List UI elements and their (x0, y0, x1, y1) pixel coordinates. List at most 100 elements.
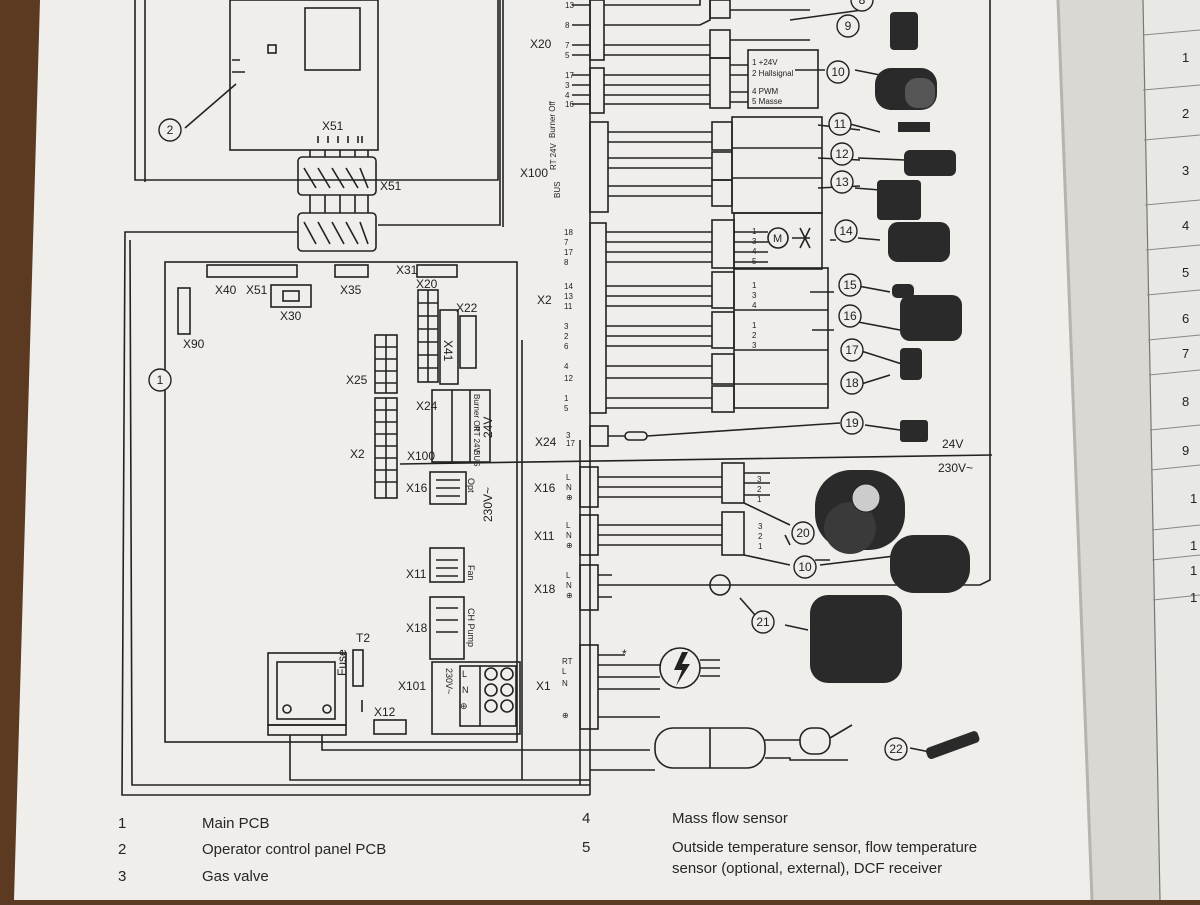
x100-side-burner: Burner Off (548, 100, 557, 138)
x18-pin-2: ⊕ (566, 591, 573, 600)
component-illustrations (810, 12, 980, 760)
x1-pin-3: ⊕ (562, 711, 569, 720)
callout-number-1: 1 (157, 373, 164, 387)
sensor-15-illustration (892, 284, 914, 298)
x51-plug-label: X51 (380, 179, 402, 193)
x16-pin-1: N (566, 483, 572, 492)
callout-circle-17 (840, 338, 864, 362)
c16-pin-2: 2 (752, 331, 757, 340)
x40-label: X40 (215, 283, 237, 297)
callout-circle-1 (148, 368, 172, 392)
callout-circle-16 (838, 304, 862, 328)
callout-number-10: 10 (831, 65, 845, 79)
next-page-number-0: 1 (1182, 50, 1189, 65)
next-page-number-4: 5 (1182, 265, 1189, 280)
x100-side-rt: RT 24V (549, 143, 558, 170)
main-outer-frame (134, 0, 499, 181)
ignition-electrode-illustration (925, 731, 980, 760)
fuse-ref: T2 (356, 631, 370, 645)
legend-text-4: Mass flow sensor (672, 810, 788, 827)
next-page-number-7: 8 (1182, 394, 1189, 409)
x100-label: X100 (407, 449, 435, 463)
x51-label: X51 (246, 283, 268, 297)
x18-label: X18 (406, 621, 428, 635)
x51-panel-label: X51 (322, 119, 344, 133)
next-page-number-11: 1 (1190, 563, 1197, 578)
legend-text-5: Outside temperature sensor, flow tempera… (672, 839, 978, 856)
x2-pin-12: 12 (564, 374, 573, 383)
x22-label: X22 (456, 301, 478, 315)
pump1-pin-1: 2 (757, 485, 762, 494)
next-page-table (1142, 0, 1200, 901)
legend-num-1: 1 (118, 815, 127, 832)
x2-pin-8: 8 (564, 258, 569, 267)
x1-pin-2: N (562, 679, 568, 688)
x35-label: X35 (340, 283, 362, 297)
voltage-divider (399, 454, 993, 465)
x100-pin-rt: RT 24V (472, 426, 481, 453)
callout-number-11: 11 (834, 117, 847, 131)
slot-fan-label: Fan (466, 565, 476, 581)
x16-pin-0: L (566, 473, 571, 482)
x101-voltage: 230V~ (444, 668, 454, 694)
x2-pin-2: 2 (564, 332, 569, 341)
callout-number-21: 21 (756, 615, 770, 629)
right-x2-label: X2 (537, 293, 552, 307)
right-x1-label: X1 (536, 679, 551, 693)
callout-circle-21 (751, 610, 775, 634)
fan-pin-2: 2 Hallsignal (752, 69, 794, 78)
right-x20-label: X20 (530, 37, 552, 51)
x101-label: X101 (398, 679, 426, 693)
c15-pin-4: 4 (752, 301, 757, 310)
x12-label: X12 (374, 705, 396, 719)
legend-text-5b: sensor (optional, external), DCF receive… (672, 860, 943, 877)
x20-pin-16: 16 (565, 100, 574, 109)
clip-17-illustration (900, 348, 922, 380)
module-13-illustration (877, 180, 921, 220)
x20-pin-17: 17 (565, 71, 574, 80)
next-page-number-5: 6 (1182, 311, 1189, 326)
x20-pin-7: 7 (565, 41, 570, 50)
x20-pin-13: 13 (565, 1, 574, 10)
voltage-24v-right: 24V (942, 437, 963, 451)
legend-text-1: Main PCB (202, 815, 270, 832)
x2-pin-11: 11 (564, 302, 573, 311)
x16-pin-2: ⊕ (566, 493, 573, 502)
main-pcb-board (164, 261, 518, 743)
next-page-number-6: 7 (1182, 346, 1189, 361)
block-16-illustration (900, 295, 962, 341)
x25-label: X25 (346, 373, 368, 387)
c16-pin-3: 3 (752, 341, 757, 350)
callout-number-15: 15 (843, 278, 857, 292)
x24-pin-3: 3 (566, 431, 571, 440)
x24-label: X24 (416, 399, 438, 413)
x2-pin-14: 14 (564, 282, 573, 291)
x18-pin-1: N (566, 581, 572, 590)
c15-pin-1: 1 (752, 281, 757, 290)
x11-label: X11 (406, 567, 427, 581)
valve-pin-5: 5 (752, 257, 757, 266)
x2-pin-13: 13 (564, 292, 573, 301)
switch-9-illustration (890, 12, 918, 50)
next-page-number-3: 4 (1182, 218, 1189, 233)
callout-number-2: 2 (167, 123, 174, 137)
callout-circle-11 (828, 112, 852, 136)
callout-number-19: 19 (845, 416, 859, 430)
callout-number-17: 17 (845, 343, 859, 357)
fan-pin-5: 5 Masse (752, 97, 783, 106)
next-page-number-9: 1 (1190, 491, 1197, 506)
callout-number-18: 18 (845, 376, 859, 390)
next-page-number-12: 1 (1190, 590, 1197, 605)
x30-label: X30 (280, 309, 302, 323)
callout-circle-13 (830, 170, 854, 194)
x1-asterisk: * (622, 647, 627, 661)
x2-pin-5: 5 (564, 404, 569, 413)
right-x18-label: X18 (534, 582, 556, 596)
sensor-12-illustration (904, 150, 956, 176)
callout-circle-20 (791, 521, 815, 545)
c15-pin-3: 3 (752, 291, 757, 300)
